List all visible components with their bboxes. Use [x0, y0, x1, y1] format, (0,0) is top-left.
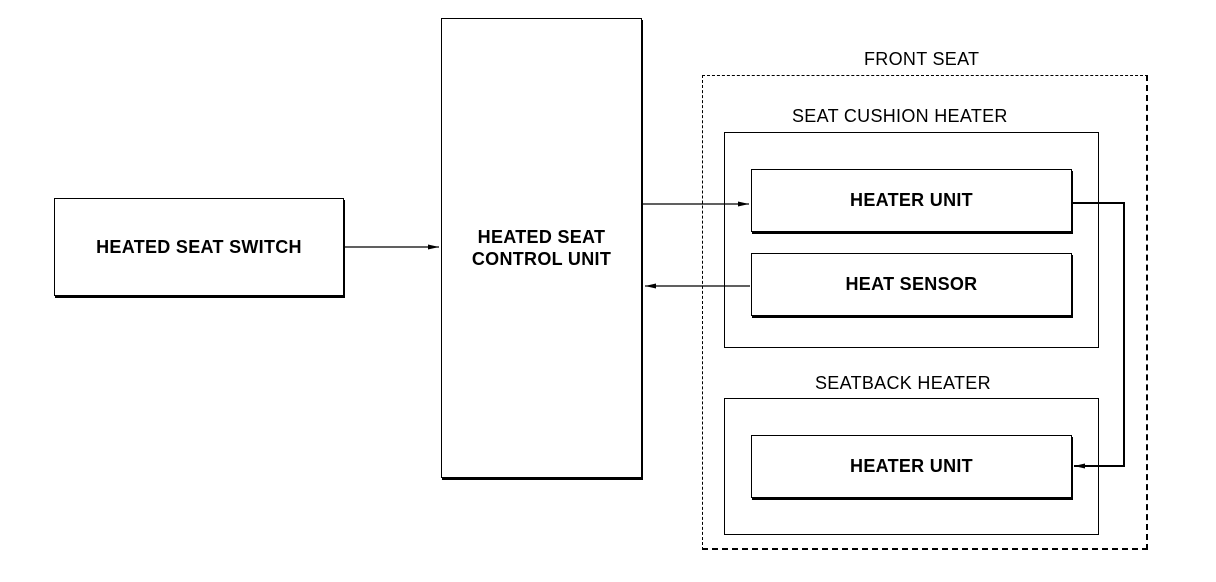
cushion-heater-unit-label: HEATER UNIT [850, 190, 973, 211]
control-unit-label-line1: HEATED SEAT [477, 226, 606, 247]
cushion-heater-label: SEAT CUSHION HEATER [792, 106, 1008, 126]
heated-seat-switch-label: HEATED SEAT SWITCH [96, 236, 302, 257]
heat-sensor-box: HEAT SENSOR [751, 253, 1072, 316]
control-unit-label: HEATED SEAT CONTROL UNIT [472, 226, 611, 271]
heated-seat-switch-box: HEATED SEAT SWITCH [54, 198, 344, 296]
seatback-heater-unit-label: HEATER UNIT [850, 456, 973, 477]
control-unit-label-line2: CONTROL UNIT [471, 249, 612, 269]
heat-sensor-label: HEAT SENSOR [845, 274, 978, 295]
front-seat-label: FRONT SEAT [864, 49, 980, 69]
seatback-heater-label: SEATBACK HEATER [815, 373, 991, 393]
front-seat-group [702, 75, 1148, 550]
cushion-heater-unit-box: HEATER UNIT [751, 169, 1072, 232]
seatback-heater-unit-box: HEATER UNIT [751, 435, 1072, 498]
control-unit-box: HEATED SEAT CONTROL UNIT [441, 18, 642, 478]
